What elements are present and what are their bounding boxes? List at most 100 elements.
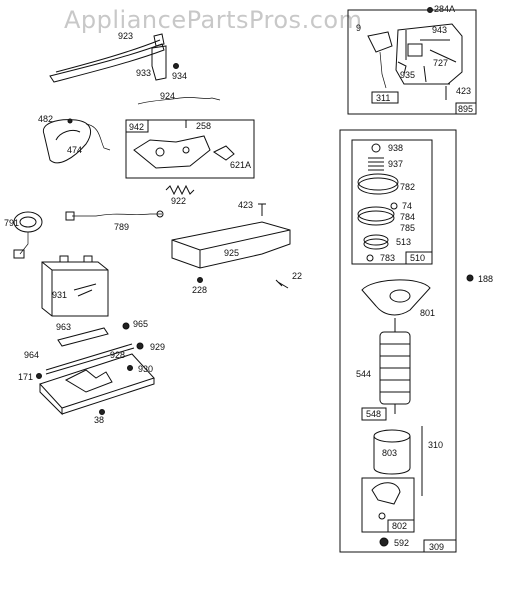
label-965: 965 [133, 319, 148, 329]
label-802: 802 [392, 521, 407, 531]
label-784: 784 [400, 212, 415, 222]
label-789: 789 [114, 222, 129, 232]
harness-789 [72, 213, 162, 217]
harness-ring [156, 210, 164, 218]
battery-terminal-1 [59, 255, 69, 263]
label-785: 785 [400, 223, 415, 233]
assembly-895: 284A 943 9 727 935 311 423 895 [347, 4, 477, 115]
screw-22 [275, 279, 289, 289]
label-929: 929 [150, 342, 165, 352]
label-942: 942 [129, 122, 144, 132]
bolt-930 [127, 365, 133, 371]
coil-791-plug [13, 249, 25, 259]
cap-938 [371, 143, 381, 153]
assembly-309-frame [339, 129, 457, 553]
carburetor-detail [405, 30, 457, 83]
housing-803-top [373, 429, 411, 443]
leaf-spring-923-top [55, 39, 161, 73]
label-310: 310 [428, 440, 443, 450]
gear-513-top [363, 234, 389, 246]
label-964: 964 [24, 350, 39, 360]
screw-258 [182, 119, 190, 128]
label-925: 925 [224, 248, 239, 258]
bracket-933 [151, 45, 167, 81]
left-middle-parts: 791 789 423 925 228 22 931 [4, 200, 302, 317]
label-482: 482 [38, 114, 53, 124]
spring-937 [368, 157, 384, 171]
leaf-spring-923 [49, 43, 165, 83]
label-933: 933 [136, 68, 151, 78]
label-9xx: 9 [356, 23, 361, 33]
brush-plate [371, 482, 401, 505]
label-423-mid: 423 [238, 200, 253, 210]
gear-784 [357, 210, 395, 226]
label-791: 791 [4, 218, 19, 228]
armature-474 [42, 119, 92, 164]
throttle-lever [367, 31, 393, 53]
screw-228 [197, 277, 203, 283]
label-474: 474 [67, 145, 82, 155]
label-943: 943 [432, 25, 447, 35]
housing-803 [373, 436, 411, 475]
clip-621a [213, 145, 235, 161]
armature-wire [85, 123, 111, 151]
label-228: 228 [192, 285, 207, 295]
end-cap-801-hub [389, 289, 411, 303]
assembly-309: 309 510 938 937 782 74 784 785 513 783 1… [339, 129, 493, 553]
screw-188 [466, 274, 474, 282]
label-895: 895 [458, 104, 473, 114]
label-922: 922 [171, 196, 186, 206]
strap-964 [45, 343, 135, 375]
cover-925 [171, 221, 291, 269]
label-309: 309 [429, 542, 444, 552]
part-510-box [405, 251, 433, 265]
screw-38 [99, 409, 105, 415]
battery-logo [73, 283, 97, 297]
brush-screw [378, 512, 386, 520]
nut-592 [379, 537, 389, 547]
wire-924 [137, 97, 221, 105]
part-309-box [423, 539, 457, 553]
label-423-top: 423 [456, 86, 471, 96]
label-963: 963 [56, 322, 71, 332]
spring-922 [165, 184, 195, 196]
screw-423-top [442, 83, 450, 100]
watermark-text: AppliancePartsPros.com [64, 6, 362, 34]
label-311: 311 [376, 93, 390, 103]
carburetor-body [395, 23, 463, 85]
label-938: 938 [388, 143, 403, 153]
screw-929 [136, 342, 144, 350]
label-783: 783 [380, 253, 395, 263]
gear-782-top [357, 173, 399, 191]
throttle-rod [379, 51, 387, 89]
assembly-895-frame [347, 9, 477, 115]
label-171: 171 [18, 372, 33, 382]
screw-74 [390, 202, 398, 210]
harness-plug [65, 211, 75, 221]
label-38: 38 [94, 415, 104, 425]
battery-terminal-2 [83, 255, 93, 263]
tray-930-cutout [64, 369, 113, 393]
armature-544-windings [380, 343, 410, 393]
assembly-942: 942 258 621A 922 [125, 119, 255, 206]
tray-930 [39, 353, 155, 409]
label-258: 258 [196, 121, 211, 131]
gear-784-top [357, 206, 395, 222]
pad-963 [57, 327, 109, 347]
battery-931-edge [41, 261, 108, 316]
label-22: 22 [292, 271, 302, 281]
label-548: 548 [366, 409, 381, 419]
screw-284a [427, 7, 433, 13]
spring-clip [153, 33, 165, 47]
screw-423-mid [258, 203, 266, 216]
left-bottom-parts: 963 965 964 929 928 930 171 38 [18, 319, 165, 425]
coil-791-inner [19, 216, 37, 228]
assembly-895-tag [455, 102, 477, 115]
label-284A: 284A [434, 4, 455, 14]
armature-core [55, 129, 81, 141]
part-311-box [371, 91, 399, 104]
control-pivot-2 [182, 146, 190, 154]
screw-934 [173, 63, 179, 69]
part-942-box [125, 119, 149, 133]
